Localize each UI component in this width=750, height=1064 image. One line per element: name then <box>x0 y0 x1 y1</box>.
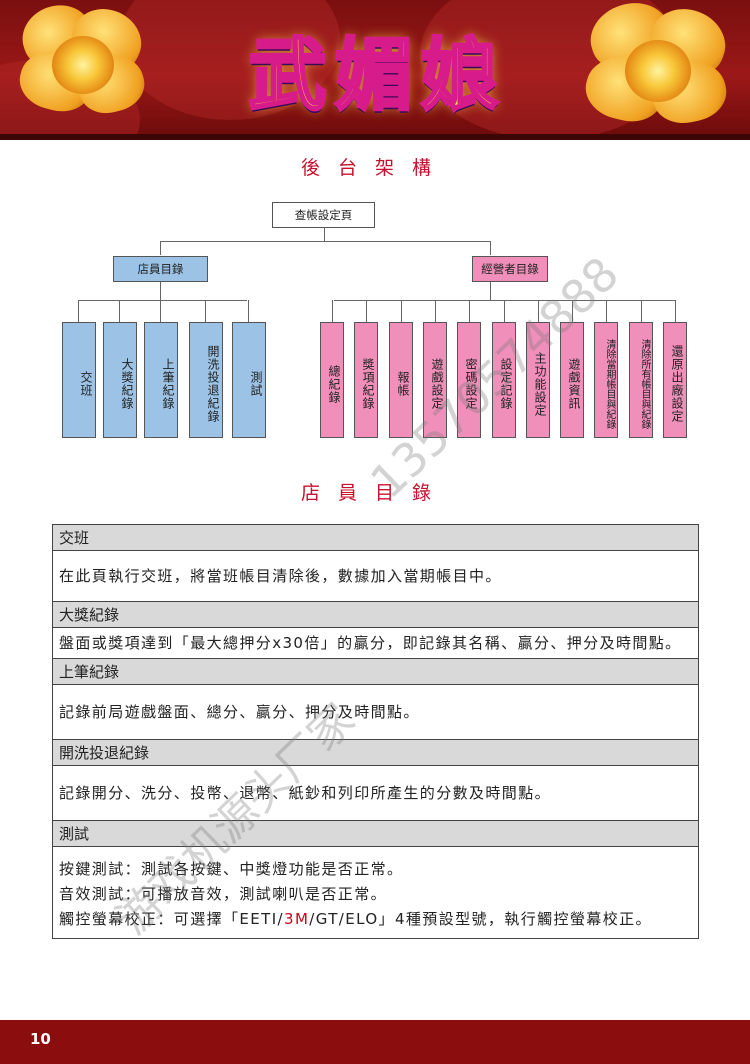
connector-line <box>78 300 79 322</box>
table-row-body: 盤面或獎項達到「最大總押分x30倍」的贏分，即記錄其名稱、贏分、押分及時間點。 <box>53 628 698 659</box>
connector-line <box>332 300 333 322</box>
org-leaf-clerk: 交班 <box>62 322 96 438</box>
test-line: 按鍵測試：測試各按鍵、中獎燈功能是否正常。 <box>59 860 404 878</box>
connector-line <box>248 300 249 322</box>
page-number: 10 <box>30 1030 51 1048</box>
header-banner: 武媚娘 <box>0 0 750 138</box>
org-leaf-clerk: 大獎紀錄 <box>103 322 137 438</box>
org-node-manager-menu: 經營者目錄 <box>472 256 548 282</box>
table-row-header: 交班 <box>53 525 698 551</box>
connector-line <box>469 300 470 322</box>
connector-line <box>435 300 436 322</box>
connector-line <box>401 300 402 322</box>
test-line-touchscreen: 觸控螢幕校正：可選擇「EETI/3M/GT/ELO」4種預設型號，執行觸控螢幕校… <box>59 910 652 928</box>
org-leaf-manager: 報帳 <box>389 322 413 438</box>
connector-line <box>572 300 573 322</box>
org-leaf-manager: 遊戲資訊 <box>560 322 584 438</box>
org-leaf-manager: 總紀錄 <box>320 322 344 438</box>
org-node-clerk-menu: 店員目錄 <box>113 256 208 282</box>
org-leaf-manager: 主功能設定 <box>526 322 550 438</box>
org-leaf-manager: 遊戲設定 <box>423 322 447 438</box>
org-leaf-manager: 清除當期帳目與紀錄 <box>594 322 618 438</box>
table-row-body: 記錄前局遊戲盤面、總分、贏分、押分及時間點。 <box>53 685 698 740</box>
table-row-body-test: 按鍵測試：測試各按鍵、中獎燈功能是否正常。 音效測試：可播放音效，測試喇叭是否正… <box>53 847 698 938</box>
org-leaf-manager: 密碼設定 <box>457 322 481 438</box>
connector-line <box>119 300 120 322</box>
footer-bar <box>0 1020 750 1064</box>
test-line: 音效測試：可播放音效，測試喇叭是否正常。 <box>59 885 388 903</box>
table-row-body: 記錄開分、洗分、投幣、退幣、紙鈔和列印所產生的分數及時間點。 <box>53 766 698 821</box>
org-leaf-clerk: 上筆紀錄 <box>144 322 178 438</box>
org-root-node: 查帳設定頁 <box>272 202 375 228</box>
table-row-header: 開洗投退紀錄 <box>53 740 698 766</box>
table-row-header: 大獎紀錄 <box>53 602 698 628</box>
connector-line <box>606 300 607 322</box>
connector-line <box>160 300 161 322</box>
table-row-header: 測試 <box>53 821 698 847</box>
section-title-backend: 後台架構 <box>300 157 449 179</box>
connector-line <box>641 300 642 322</box>
table-row-header: 上筆紀錄 <box>53 659 698 685</box>
connector-line <box>504 300 505 322</box>
clerk-menu-table: 交班 在此頁執行交班，將當班帳目清除後，數據加入當期帳目中。 大獎紀錄 盤面或獎… <box>52 524 699 939</box>
org-leaf-manager: 設定記錄 <box>492 322 516 438</box>
org-leaf-clerk: 測試 <box>232 322 266 438</box>
banner-border <box>0 134 750 140</box>
org-leaf-clerk: 開洗投退紀錄 <box>189 322 223 438</box>
org-leaf-manager: 還原出廠設定 <box>663 322 687 438</box>
connector-line <box>205 300 206 322</box>
connector-line <box>538 300 539 322</box>
org-leaf-manager: 獎項紀錄 <box>354 322 378 438</box>
connector-line <box>675 300 676 322</box>
table-row-body: 在此頁執行交班，將當班帳目清除後，數據加入當期帳目中。 <box>53 551 698 602</box>
org-leaf-manager: 清除所有帳目與紀錄 <box>629 322 653 438</box>
section-title-clerk-menu: 店員目錄 <box>300 482 449 504</box>
game-logo: 武媚娘 <box>247 29 507 123</box>
connector-line <box>366 300 367 322</box>
